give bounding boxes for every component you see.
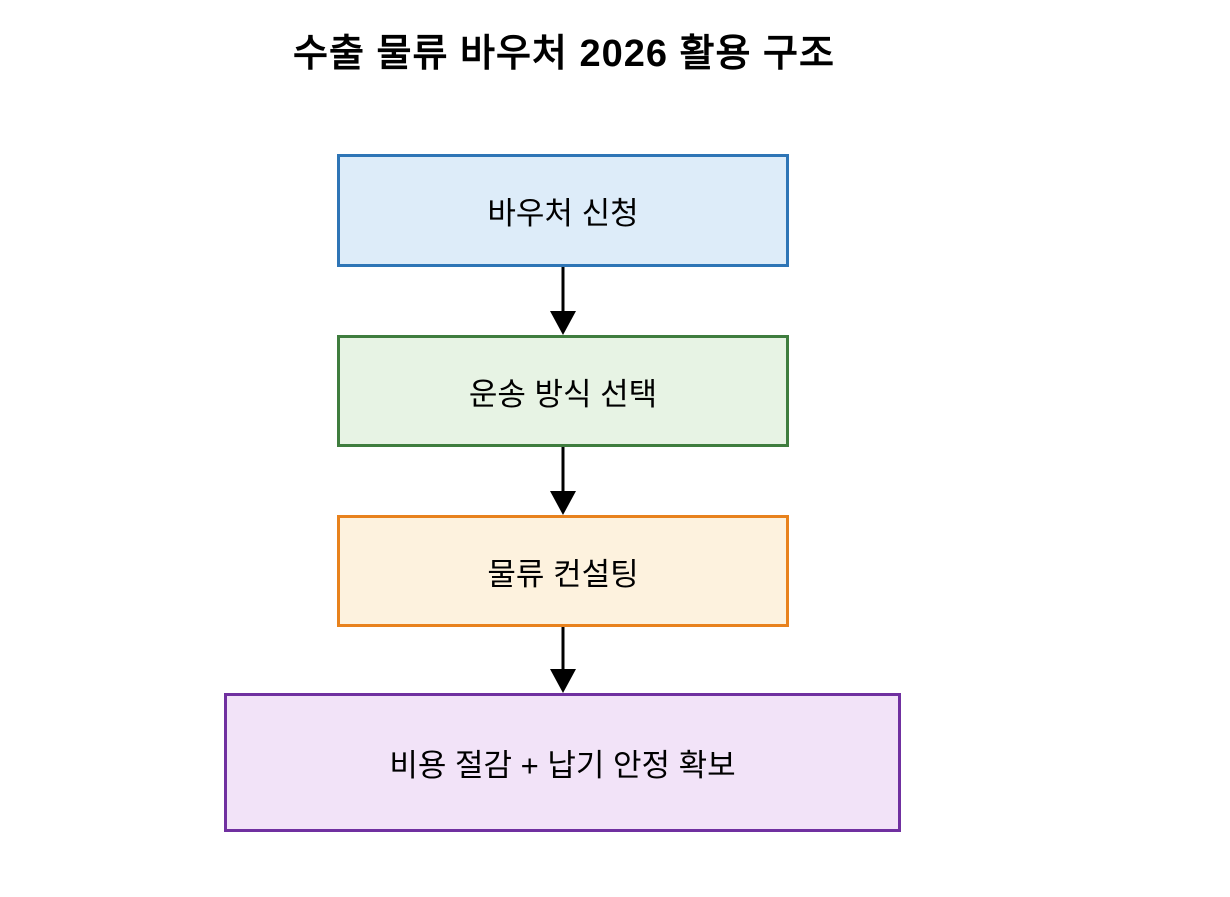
arrow-head bbox=[550, 491, 576, 515]
flow-node-logistics-consulting: 물류 컨설팅 bbox=[337, 515, 789, 627]
flow-node-transport-selection: 운송 방식 선택 bbox=[337, 335, 789, 447]
flow-arrow-down-icon bbox=[550, 267, 576, 335]
arrow-shaft bbox=[561, 447, 565, 493]
flow-node-outcome: 비용 절감 + 납기 안정 확보 bbox=[224, 693, 901, 832]
flow-arrow-down-icon bbox=[550, 627, 576, 693]
flow-arrow-down-icon bbox=[550, 447, 576, 515]
arrow-shaft bbox=[561, 267, 565, 313]
arrow-head bbox=[550, 311, 576, 335]
arrow-head bbox=[550, 669, 576, 693]
flow-node-label: 운송 방식 선택 bbox=[468, 376, 658, 412]
flow-node-label: 물류 컨설팅 bbox=[487, 556, 639, 592]
flow-node-voucher-application: 바우처 신청 bbox=[337, 154, 789, 267]
flow-node-label: 비용 절감 + 납기 안정 확보 bbox=[389, 748, 736, 783]
arrow-shaft bbox=[561, 627, 565, 671]
diagram-title: 수출 물류 바우처 2026 활용 구조 bbox=[293, 33, 835, 75]
flow-node-label: 바우처 신청 bbox=[487, 196, 639, 231]
